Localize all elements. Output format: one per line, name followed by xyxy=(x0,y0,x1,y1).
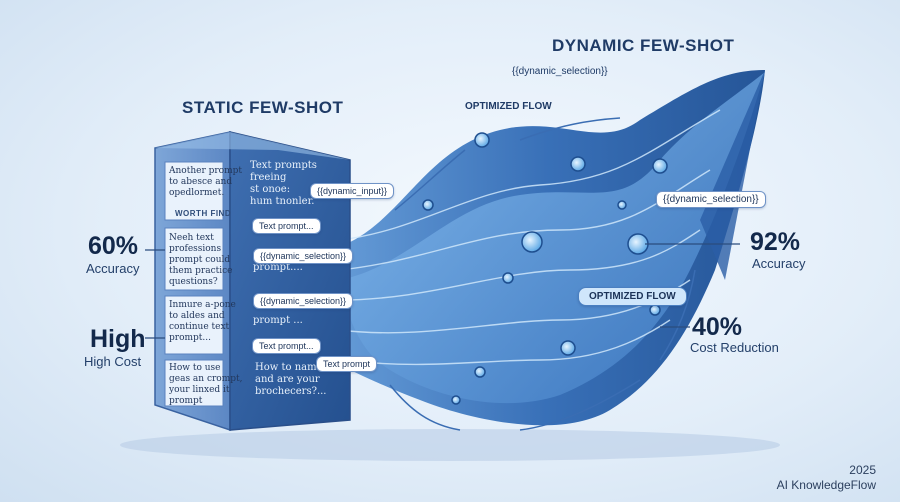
dynamic-selection-right: {{dynamic_selection}} xyxy=(656,191,766,208)
pill-dynamic-selection-2: {{dynamic_selection}} xyxy=(253,293,354,309)
static-accuracy-value: 60% xyxy=(88,232,139,260)
pill-dynamic-input: {{dynamic_input}} xyxy=(310,183,395,199)
static-cost-value: High xyxy=(90,325,146,353)
dynamic-accuracy-label: Accuracy xyxy=(752,256,806,271)
static-accuracy-label: Accuracy xyxy=(86,261,140,276)
optimized-flow-top: OPTIMIZED FLOW xyxy=(465,101,552,112)
flow-nodes xyxy=(422,132,668,405)
dynamic-cost-label: Cost Reduction xyxy=(690,340,779,355)
front-text-3: prompt ... xyxy=(253,315,303,326)
static-cost-label: High Cost xyxy=(84,354,142,369)
pill-text-prompt-2: Text prompt... xyxy=(252,338,321,354)
static-box xyxy=(154,131,351,432)
static-card-2: Neeh text professions prompt could them … xyxy=(169,233,233,287)
front-text-1: Text prompts freeing st onoe: hum tnonle… xyxy=(250,160,317,207)
flow-wave-front xyxy=(340,72,765,404)
static-title: STATIC FEW-SHOT xyxy=(182,98,344,117)
static-card-tag: WORTH FIND xyxy=(175,209,232,218)
flow-arrows xyxy=(389,117,696,431)
front-text-4: How to name and are your brochecers?... xyxy=(255,362,327,397)
static-card-1: Another prompt to abesce and opedlormet. xyxy=(169,166,243,198)
optimized-flow-pill: OPTIMIZED FLOW xyxy=(578,287,687,306)
leader-lines xyxy=(145,243,740,339)
footer-brand: AI KnowledgeFlow xyxy=(776,478,876,492)
flow-tip xyxy=(700,70,765,280)
static-card-4: How to use geas an crompt, your linxed i… xyxy=(169,363,243,406)
pill-text-prompt-1: Text prompt... xyxy=(252,218,321,234)
pill-dynamic-selection-1: {{dynamic_selection}} xyxy=(253,248,354,264)
static-card-3: Inmure a-pone to aldes and continue text… xyxy=(169,300,236,343)
front-text-2: prompt.... xyxy=(253,262,303,273)
dynamic-cost-value: 40% xyxy=(692,313,743,341)
dynamic-selection-top: {{dynamic_selection}} xyxy=(512,66,608,77)
floor-shadow xyxy=(120,429,780,461)
pill-text-prompt-3: Text prompt xyxy=(316,356,378,372)
dynamic-title: DYNAMIC FEW-SHOT xyxy=(552,36,735,55)
dynamic-accuracy-value: 92% xyxy=(750,228,801,256)
footer-year: 2025 xyxy=(849,463,876,477)
